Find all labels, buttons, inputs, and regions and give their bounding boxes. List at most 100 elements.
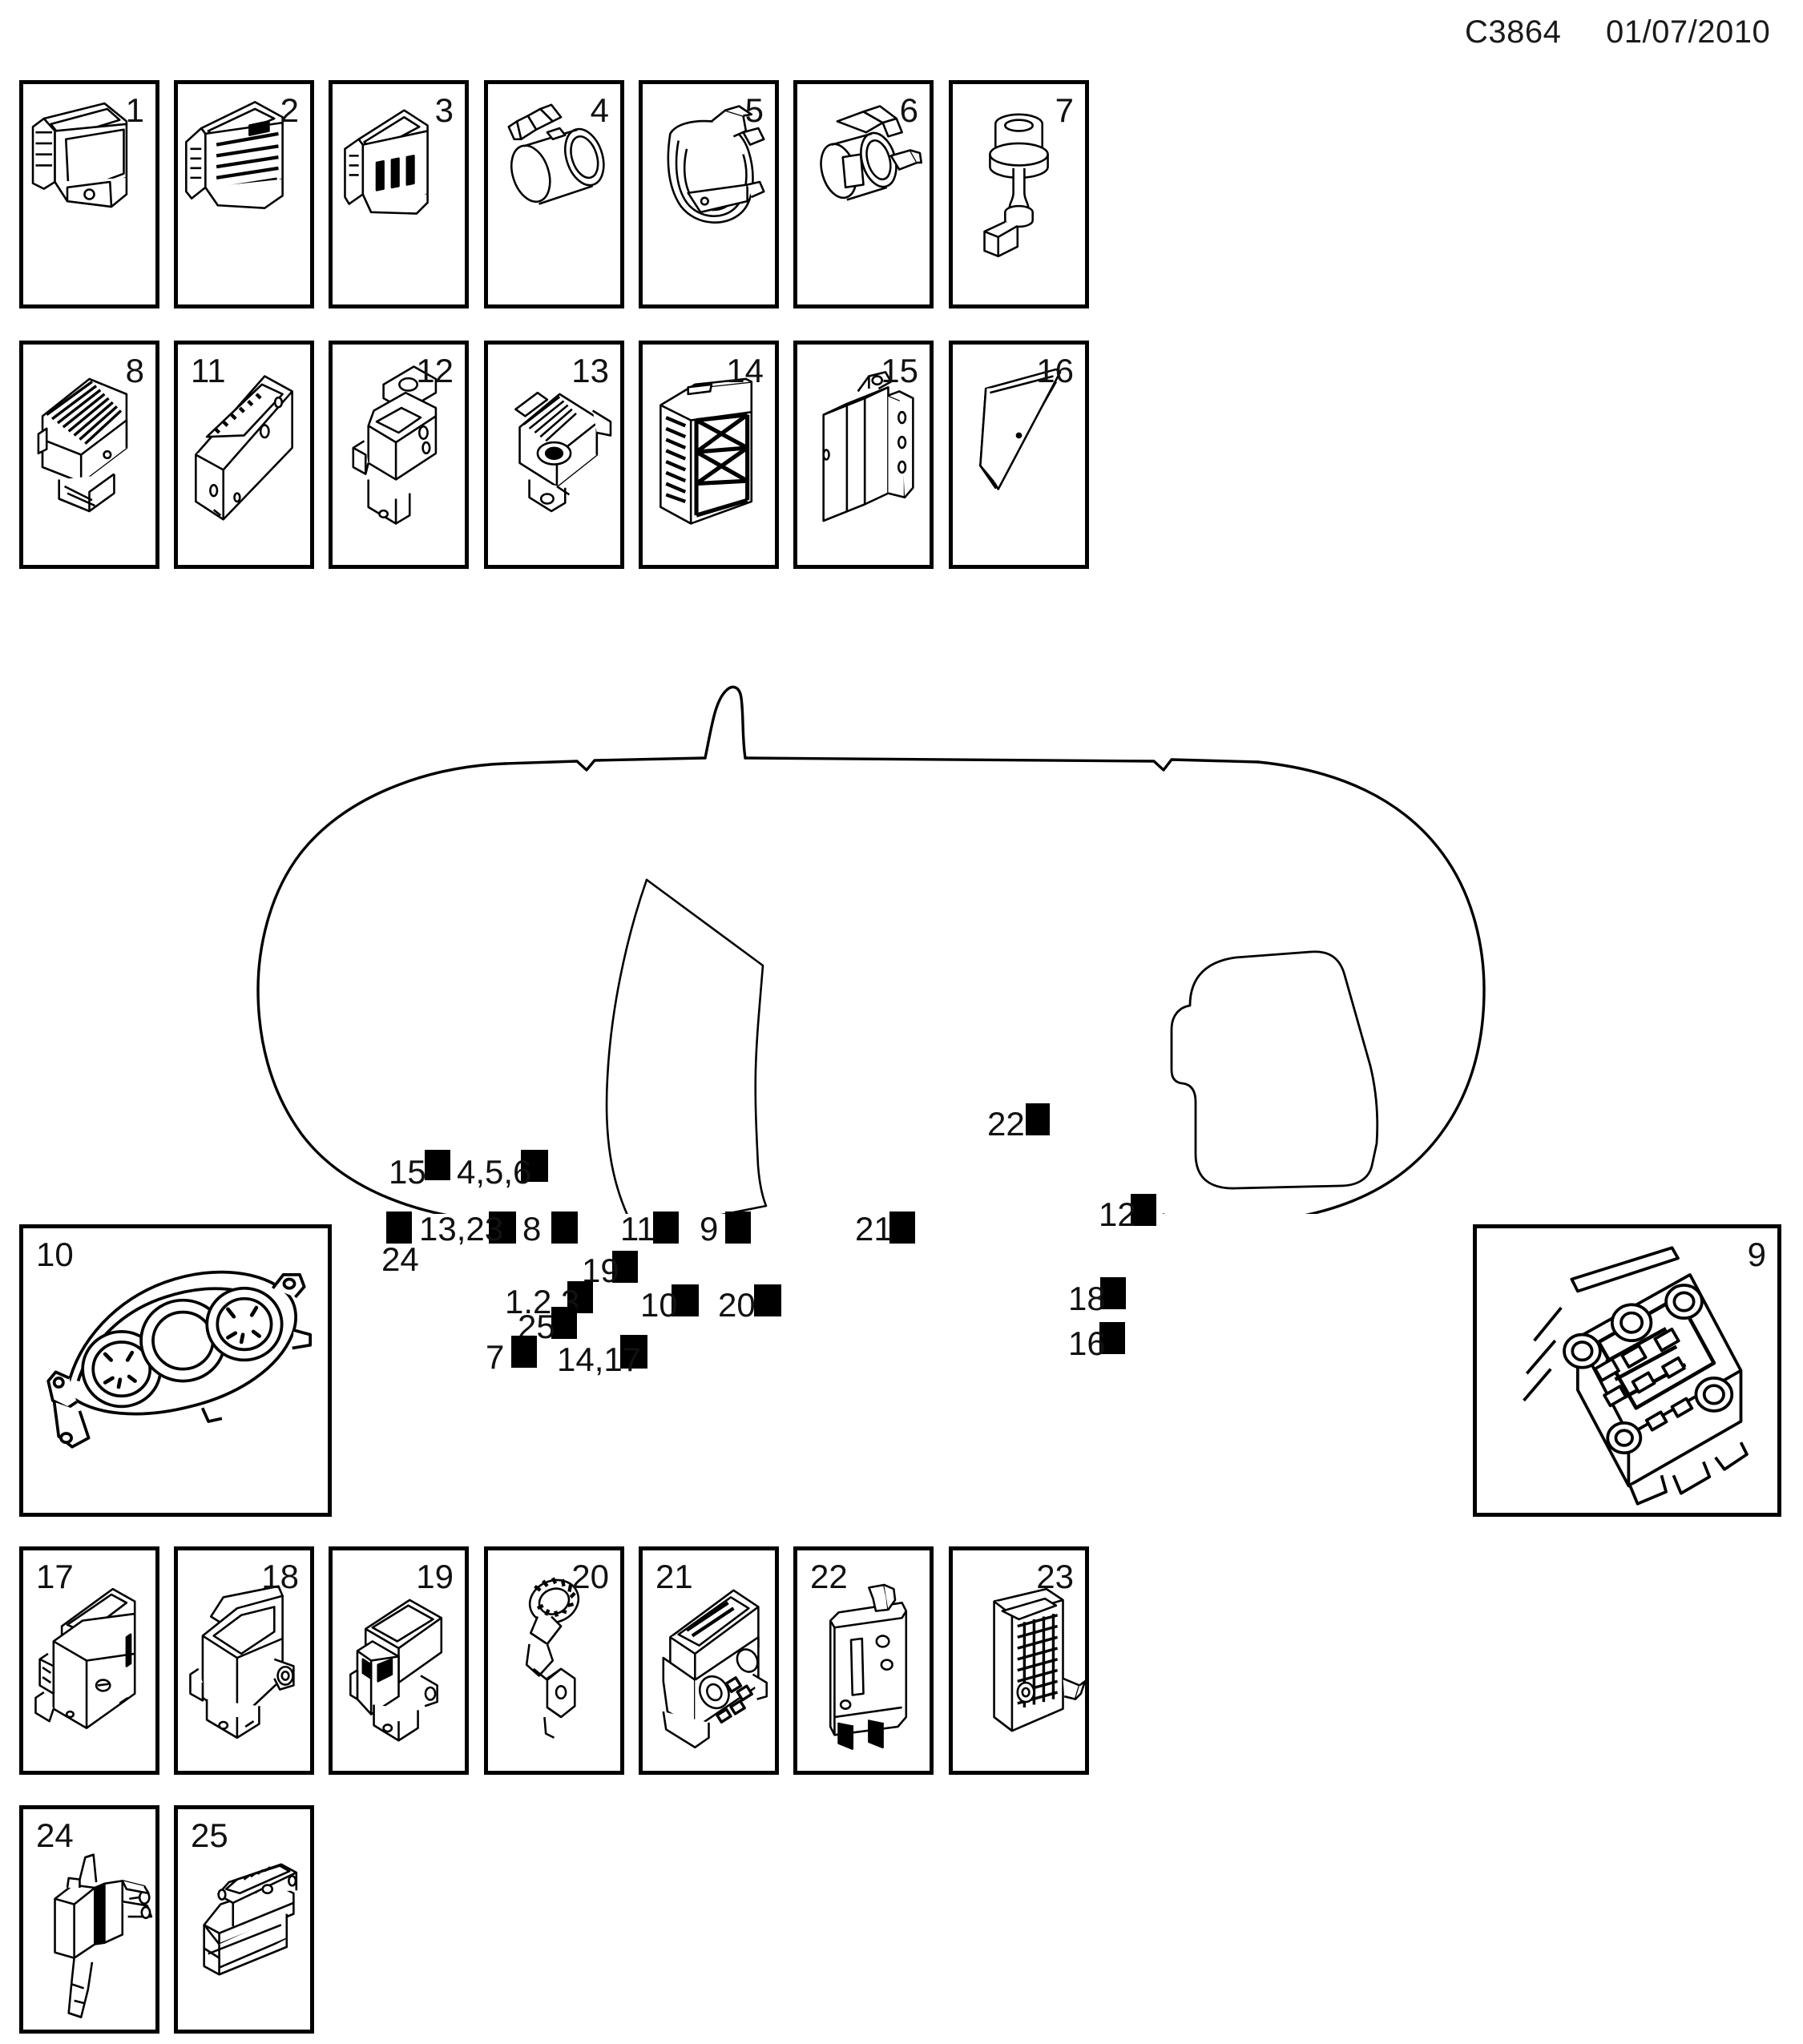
location-marker-label-m456: 4,5,6: [457, 1153, 532, 1191]
location-marker-label-m11: 11: [620, 1210, 655, 1248]
part-box-5[interactable]: 5: [639, 80, 779, 308]
location-marker-m15[interactable]: [425, 1150, 450, 1180]
location-marker-m12[interactable]: [1131, 1194, 1156, 1226]
location-marker-label-m12: 12: [1099, 1195, 1136, 1233]
location-marker-m11[interactable]: [653, 1211, 679, 1244]
location-marker-label-m10: 10: [640, 1286, 678, 1324]
part-box-number-17: 17: [36, 1558, 74, 1595]
part-box-7[interactable]: 7: [949, 80, 1089, 308]
part-box-9[interactable]: 9: [1473, 1224, 1781, 1517]
location-marker-m21[interactable]: [889, 1211, 915, 1244]
part-illustration-flat-control-unit: [178, 345, 310, 565]
part-illustration-airbag-control-module: [23, 1550, 155, 1771]
part-illustration-flat-panel-antenna: [953, 345, 1085, 565]
part-illustration-ballast-module: [488, 345, 620, 565]
location-marker-m10[interactable]: [672, 1284, 699, 1316]
part-box-number-11: 11: [191, 352, 226, 389]
location-marker-m7[interactable]: [511, 1336, 537, 1368]
part-box-number-25: 25: [191, 1816, 228, 1854]
location-marker-m1417[interactable]: [620, 1335, 647, 1369]
part-box-6[interactable]: 6: [793, 80, 934, 308]
location-marker-label-m22: 22: [987, 1105, 1025, 1143]
drawing-code: C3864: [1465, 14, 1562, 50]
part-box-number-1: 1: [125, 91, 144, 129]
part-illustration-parking-aid-module: [178, 1550, 310, 1771]
part-illustration-air-mass-meter-flanged: [797, 84, 930, 304]
location-marker-m8[interactable]: [551, 1211, 578, 1244]
part-box-19[interactable]: 19: [329, 1546, 469, 1775]
part-box-14[interactable]: 14: [639, 341, 779, 569]
location-marker-m1323[interactable]: [489, 1211, 516, 1244]
part-box-number-18: 18: [261, 1558, 299, 1595]
part-illustration-heat-sink-module: [23, 345, 155, 565]
part-box-number-8: 8: [125, 352, 144, 389]
part-box-number-19: 19: [416, 1558, 454, 1595]
part-box-number-15: 15: [881, 352, 918, 389]
part-box-number-3: 3: [434, 91, 454, 129]
part-box-3[interactable]: 3: [329, 80, 469, 308]
part-box-20[interactable]: 20: [484, 1546, 624, 1775]
location-marker-m456[interactable]: [521, 1150, 548, 1182]
location-marker-label-m1323: 13,23: [419, 1210, 504, 1248]
part-box-12[interactable]: 12: [329, 341, 469, 569]
part-box-2[interactable]: 2: [174, 80, 314, 308]
part-illustration-fuse-relay-module: [953, 1550, 1085, 1771]
location-marker-m9[interactable]: [725, 1211, 751, 1244]
part-box-24[interactable]: 24: [19, 1805, 159, 2034]
part-illustration-connector-housing: [178, 1809, 310, 2030]
location-marker-m20[interactable]: [754, 1284, 781, 1316]
part-illustration-ecm-module-slim: [333, 84, 465, 304]
part-box-number-13: 13: [571, 352, 609, 389]
part-box-number-7: 7: [1055, 91, 1074, 129]
part-box-18[interactable]: 18: [174, 1546, 314, 1775]
part-box-number-12: 12: [416, 352, 454, 389]
drawing-date: 01/07/2010: [1606, 14, 1771, 50]
location-marker-m22[interactable]: [1026, 1103, 1050, 1135]
part-illustration-air-mass-meter-angled: [643, 84, 775, 304]
part-box-number-20: 20: [571, 1558, 609, 1595]
location-marker-label-m1417: 14,17: [557, 1340, 642, 1378]
part-box-1[interactable]: 1: [19, 80, 159, 308]
part-illustration-climate-control-panel: [1477, 1228, 1777, 1513]
location-marker-label-m18: 18: [1068, 1280, 1106, 1317]
location-marker-m19[interactable]: [612, 1251, 638, 1283]
part-box-10[interactable]: 10: [19, 1224, 332, 1517]
part-box-11[interactable]: 11: [174, 341, 314, 569]
part-box-8[interactable]: 8: [19, 341, 159, 569]
part-illustration-bracketed-module: [333, 345, 465, 565]
location-marker-m25[interactable]: [551, 1307, 577, 1339]
part-box-number-4: 4: [590, 91, 609, 129]
part-illustration-cruise-radar-bracket: [23, 1809, 155, 2030]
location-marker-m18[interactable]: [1100, 1277, 1126, 1309]
location-marker-m16[interactable]: [1099, 1322, 1125, 1354]
part-box-16[interactable]: 16: [949, 341, 1089, 569]
part-illustration-sensor-with-connector: [953, 84, 1085, 304]
part-illustration-connector-block-grid: [643, 345, 775, 565]
part-box-number-14: 14: [726, 352, 764, 389]
location-marker-m24[interactable]: [386, 1211, 412, 1244]
part-illustration-trunk-control-module: [797, 1550, 930, 1771]
part-box-15[interactable]: 15: [793, 341, 934, 569]
part-box-23[interactable]: 23: [949, 1546, 1089, 1775]
location-marker-label-m20: 20: [718, 1286, 756, 1324]
location-marker-label-m7: 7: [486, 1338, 505, 1376]
part-box-21[interactable]: 21: [639, 1546, 779, 1775]
part-box-25[interactable]: 25: [174, 1805, 314, 2034]
part-illustration-air-mass-meter-barrel: [488, 84, 620, 304]
part-box-13[interactable]: 13: [484, 341, 624, 569]
location-marker-label-m8: 8: [522, 1210, 542, 1248]
part-box-4[interactable]: 4: [484, 80, 624, 308]
location-marker-label-m16: 16: [1068, 1324, 1106, 1362]
part-box-22[interactable]: 22: [793, 1546, 934, 1775]
part-illustration-relay-carrier: [333, 1550, 465, 1771]
location-marker-label-m9: 9: [700, 1210, 719, 1248]
part-box-number-24: 24: [36, 1816, 74, 1854]
part-illustration-radio-head-unit: [643, 1550, 775, 1771]
part-box-number-6: 6: [899, 91, 918, 129]
part-box-17[interactable]: 17: [19, 1546, 159, 1775]
part-box-number-2: 2: [280, 91, 299, 129]
part-illustration-instrument-cluster: [23, 1228, 328, 1513]
part-box-number-5: 5: [744, 91, 764, 129]
